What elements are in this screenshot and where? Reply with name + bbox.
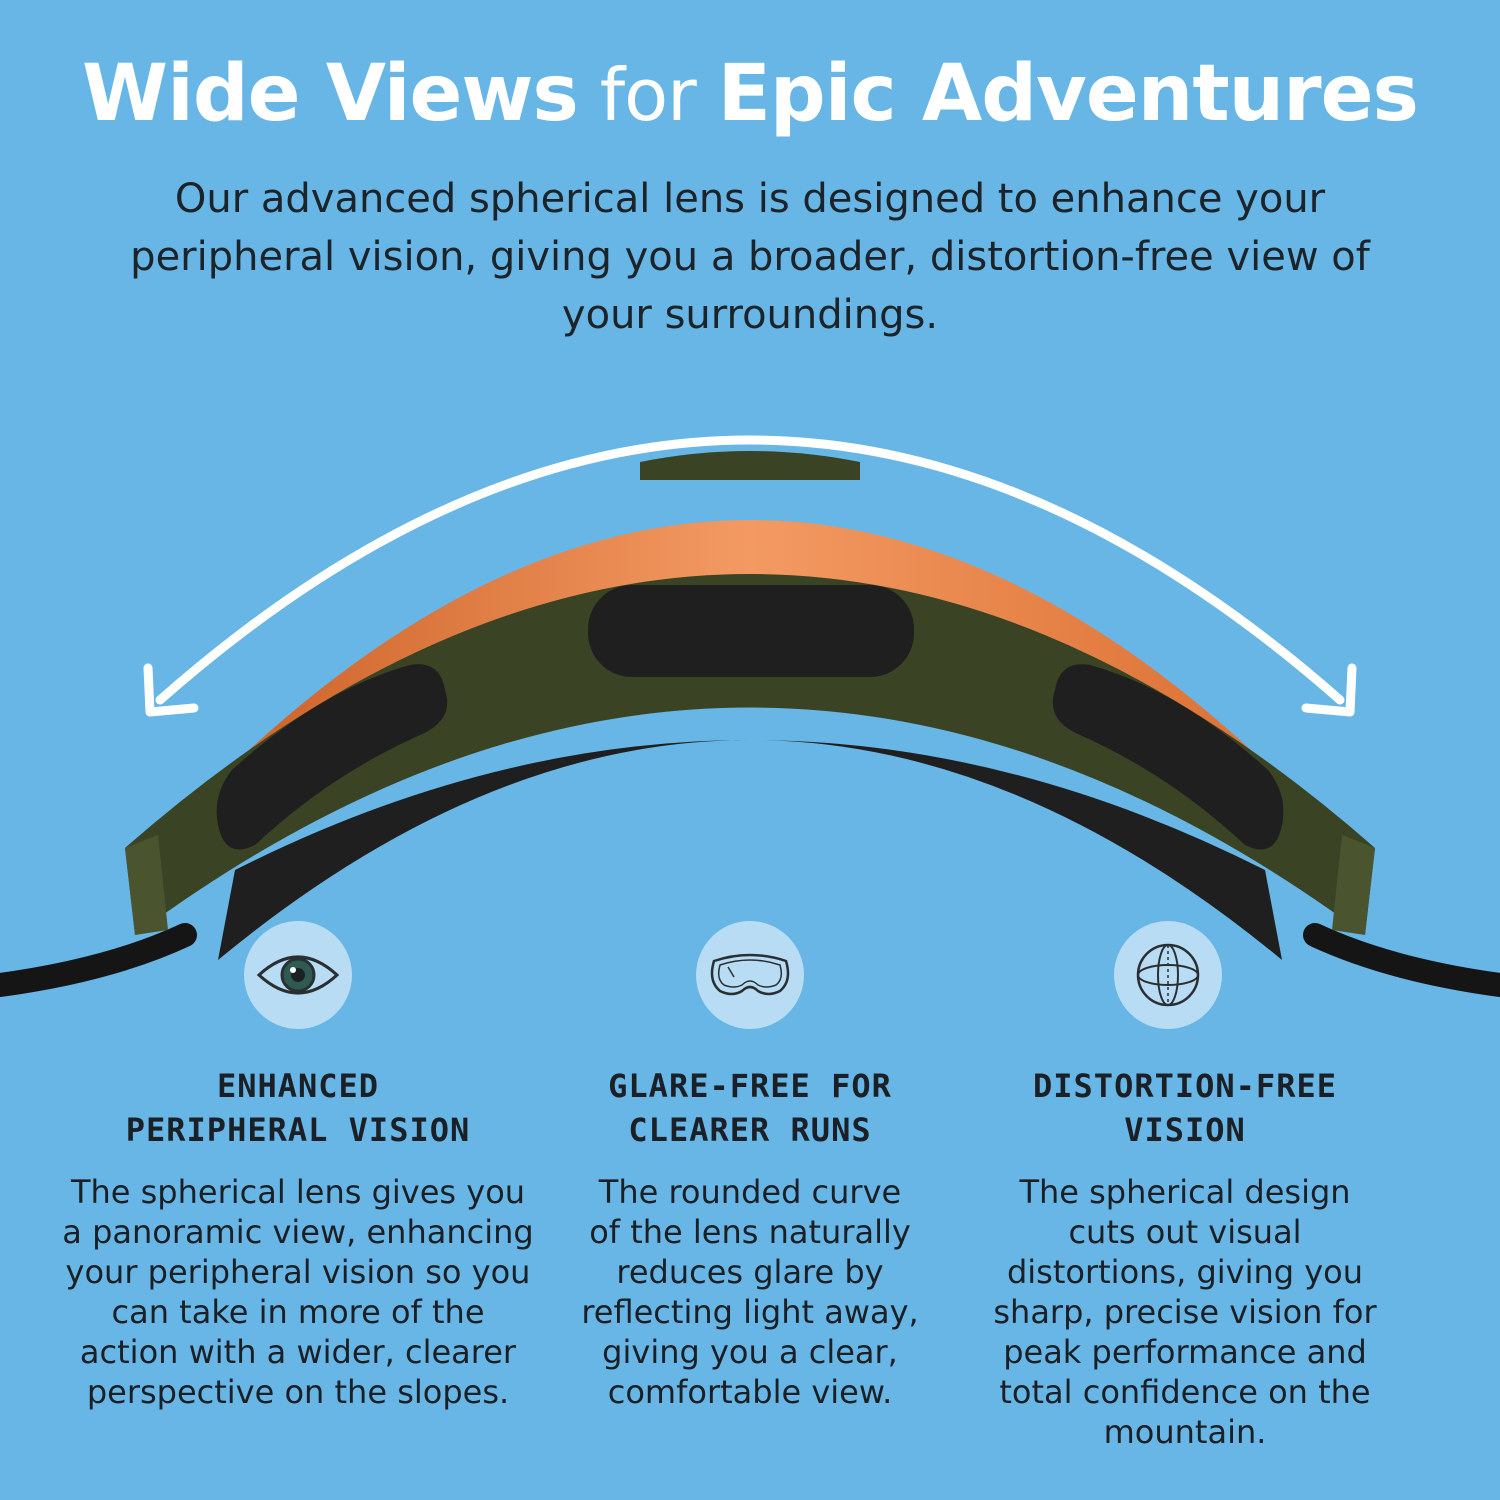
headline-part-1: Wide Views <box>82 49 579 139</box>
feature-title: GLARE-FREE FOR CLEARER RUNS <box>608 1067 892 1149</box>
sphere-icon-badge <box>1114 921 1222 1029</box>
green-frame <box>125 574 1375 935</box>
field-of-view-arrow <box>143 435 1357 717</box>
orange-lens <box>150 520 1350 860</box>
intro-paragraph: Our advanced spherical lens is designed … <box>130 176 1370 338</box>
feature-distortion-free: DISTORTION-FREE VISION The spherical des… <box>945 1064 1425 1452</box>
sphere-icon <box>1136 943 1200 1007</box>
eye-icon-badge <box>244 921 352 1029</box>
vent-pad-left <box>216 664 448 850</box>
headline-part-3: Epic Adventures <box>717 49 1419 139</box>
feature-title: DISTORTION-FREE VISION <box>1033 1067 1337 1149</box>
goggles-icon <box>710 953 790 996</box>
goggle-illustration <box>0 435 1500 997</box>
feature-peripheral-vision: ENHANCED PERIPHERAL VISION The spherical… <box>58 1064 538 1412</box>
eye-icon <box>256 955 340 995</box>
headline-part-2: for <box>577 53 718 137</box>
feature-glare-free: GLARE-FREE FOR CLEARER RUNS The rounded … <box>510 1064 990 1412</box>
foam-padding <box>218 740 1282 960</box>
vent-pad-center <box>588 585 914 677</box>
feature-body: The spherical design cuts out visual dis… <box>993 1173 1377 1451</box>
headline: Wide Views for Epic Adventures <box>0 49 1500 139</box>
feature-body: The rounded curve of the lens naturally … <box>581 1173 919 1411</box>
goggles-icon-badge <box>696 921 804 1029</box>
feature-body: The spherical lens gives you a panoramic… <box>62 1173 534 1411</box>
goggle-strap <box>0 923 1500 997</box>
feature-title: ENHANCED PERIPHERAL VISION <box>125 1067 471 1149</box>
vent-pad-right <box>1052 664 1284 850</box>
